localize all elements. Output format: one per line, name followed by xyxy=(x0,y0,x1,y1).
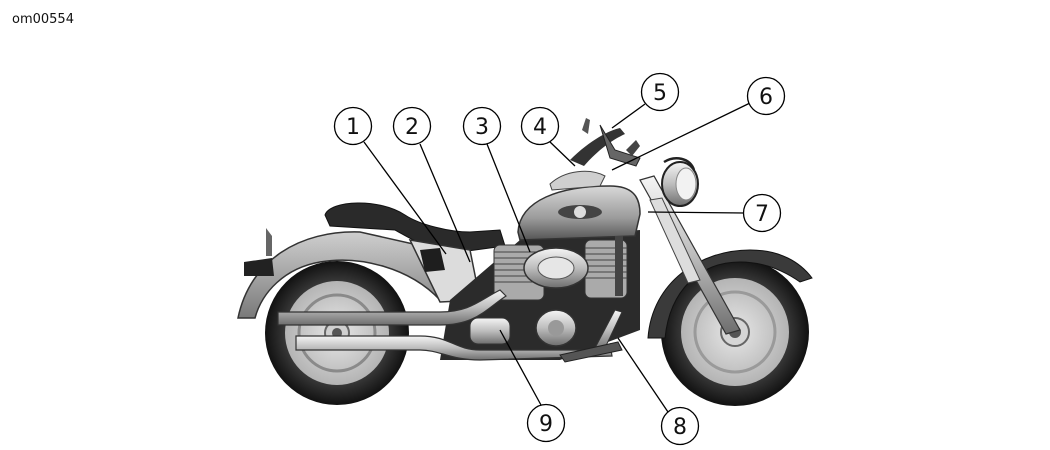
callout-number-8: 8 xyxy=(673,415,687,440)
callout-9: 9 xyxy=(526,403,566,443)
motorcycle-illustration xyxy=(237,118,813,406)
callout-number-6: 6 xyxy=(759,85,773,110)
callout-7: 7 xyxy=(742,193,782,233)
leader-line-2 xyxy=(419,143,471,263)
leader-line-9 xyxy=(499,329,542,406)
leader-line-6 xyxy=(611,102,751,171)
callout-number-9: 9 xyxy=(539,412,553,437)
callout-4: 4 xyxy=(520,106,560,146)
callout-number-2: 2 xyxy=(405,115,419,140)
upper-exhaust xyxy=(277,289,507,326)
rear-fender xyxy=(237,231,441,319)
figure-id-label: om00554 xyxy=(12,12,74,27)
callout-3: 3 xyxy=(462,106,502,146)
leader-line-1 xyxy=(363,141,447,255)
callout-5: 5 xyxy=(640,72,680,112)
handlebar xyxy=(570,128,625,166)
callout-8: 8 xyxy=(660,406,700,446)
leader-line-7 xyxy=(647,211,745,214)
rear-wheel xyxy=(265,261,409,405)
leader-line-8 xyxy=(617,337,669,413)
callout-6: 6 xyxy=(746,76,786,116)
callout-number-7: 7 xyxy=(755,202,769,227)
leader-line-4 xyxy=(548,140,576,167)
callout-number-4: 4 xyxy=(533,115,547,140)
callout-1: 1 xyxy=(333,106,373,146)
callout-number-5: 5 xyxy=(653,81,667,106)
callout-number-3: 3 xyxy=(475,115,489,140)
leader-line-5 xyxy=(611,103,646,129)
callout-2: 2 xyxy=(392,106,432,146)
leader-line-3 xyxy=(486,143,531,253)
leader-lines xyxy=(363,102,751,413)
callout-number-1: 1 xyxy=(346,115,360,140)
callouts: 1 2 3 4 5 6 7 8 9 xyxy=(333,72,786,446)
